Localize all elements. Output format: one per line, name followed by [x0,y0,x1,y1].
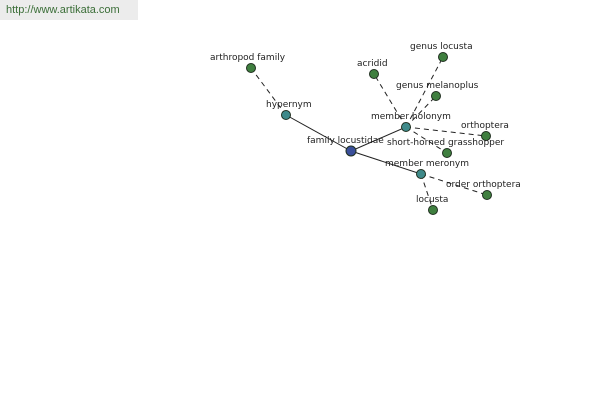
edge-family-locustidae-to-member-meronym [350,150,422,175]
label-arthropod-family[interactable]: arthropod family [210,53,286,63]
label-order-orthoptera[interactable]: order orthoptera [446,180,521,190]
label-family-locustidae[interactable]: family locustidae [307,136,384,146]
edge-member-holonym-to-acridid [373,73,407,128]
node-orthoptera[interactable] [481,131,491,141]
label-genus-locusta[interactable]: genus locusta [410,42,473,52]
label-member-holonym[interactable]: member holonym [371,112,451,122]
labels-layer: family locustidae hypernym member holonym m… [210,42,521,205]
edge-hypernym-to-arthropod-family [250,67,287,116]
edge-member-meronym-to-order-orthoptera [420,173,488,196]
edge-family-locustidae-to-hypernym [285,114,352,152]
nodes-layer [246,52,492,215]
label-genus-melanoplus[interactable]: genus melanoplus [396,81,479,91]
edge-family-locustidae-to-member-holonym [350,126,407,152]
node-genus-locusta[interactable] [438,52,448,62]
node-hypernym[interactable] [281,110,291,120]
node-short-horned-grasshopper[interactable] [442,148,452,158]
node-locusta[interactable] [428,205,438,215]
edge-member-holonym-to-short-horned-grasshopper [405,126,448,154]
edge-member-holonym-to-orthoptera [405,126,487,137]
node-acridid[interactable] [369,69,379,79]
label-hypernym[interactable]: hypernym [266,100,312,110]
node-member-holonym[interactable] [401,122,411,132]
node-family-locustidae[interactable] [345,145,357,157]
node-arthropod-family[interactable] [246,63,256,73]
node-genus-melanoplus[interactable] [431,91,441,101]
edge-member-holonym-to-genus-melanoplus [405,95,437,128]
label-short-horned-grasshopper[interactable]: short-horned grasshopper [387,138,504,148]
site-url[interactable]: http://www.artikata.com [0,0,138,20]
node-member-meronym[interactable] [416,169,426,179]
label-locusta[interactable]: locusta [416,195,448,205]
label-acridid[interactable]: acridid [357,59,388,69]
label-orthoptera[interactable]: orthoptera [461,121,509,131]
node-order-orthoptera[interactable] [482,190,492,200]
edge-member-meronym-to-locusta [420,173,434,211]
edge-member-holonym-to-genus-locusta [405,56,444,128]
label-member-meronym[interactable]: member meronym [385,159,469,169]
edges-layer [250,56,488,211]
